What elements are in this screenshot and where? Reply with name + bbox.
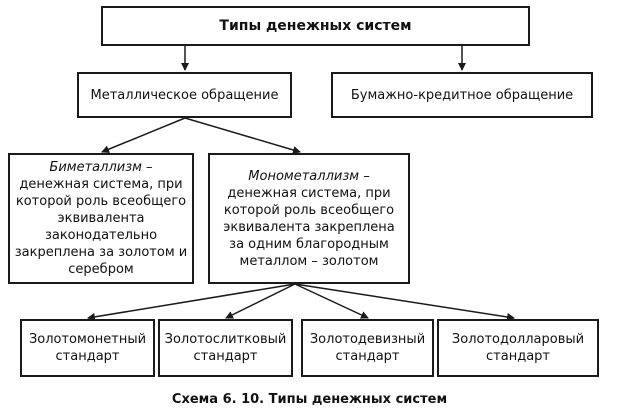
metallic-circulation-box: Металлическое обращение (77, 72, 292, 118)
arrow-monometal-to-std2 (225, 283, 296, 319)
gold-bullion-standard-box: Золотослитковый стандарт (158, 319, 293, 377)
standard-label: Золотослитковый стандарт (164, 332, 287, 364)
metallic-circulation-label: Металлическое обращение (90, 87, 279, 103)
standard-label: Золотодолларовый стандарт (451, 332, 585, 364)
root-box: Типы денежных систем (101, 6, 530, 46)
bimetallism-term: Биметаллизм (49, 160, 142, 175)
monometallism-definition: – денежная система, при которой роль все… (223, 168, 395, 269)
gold-exchange-standard-box: Золотодевизный стандарт (301, 319, 434, 377)
standard-label: Золотомонетный стандарт (28, 332, 147, 364)
bimetallism-text: Биметаллизм – денежная система, при кото… (10, 159, 192, 278)
arrow-monometal-to-std3 (294, 283, 369, 319)
monometallism-text: Монометаллизм – денежная система, при ко… (210, 168, 408, 270)
bimetallism-definition: – денежная система, при которой роль все… (14, 160, 188, 277)
arrow-monometal-to-std1 (87, 283, 296, 321)
paper-credit-circulation-label: Бумажно-кредитное обращение (350, 87, 574, 103)
arrow-monometal-to-std4 (294, 283, 515, 321)
arrow-metallic-to-bimetal (101, 117, 186, 154)
root-label: Типы денежных систем (219, 17, 412, 34)
gold-dollar-standard-box: Золотодолларовый стандарт (437, 319, 599, 377)
paper-credit-circulation-box: Бумажно-кредитное обращение (331, 72, 593, 118)
arrow-metallic-to-monometal (184, 117, 301, 154)
figure-caption: Схема 6. 10. Типы денежных систем (171, 392, 448, 407)
monometallism-term: Монометаллизм (248, 168, 360, 184)
standard-label: Золотодевизный стандарт (309, 332, 426, 364)
monometallism-box: Монометаллизм – денежная система, при ко… (208, 153, 410, 284)
bimetallism-box: Биметаллизм – денежная система, при кото… (8, 153, 194, 284)
gold-coin-standard-box: Золотомонетный стандарт (20, 319, 155, 377)
